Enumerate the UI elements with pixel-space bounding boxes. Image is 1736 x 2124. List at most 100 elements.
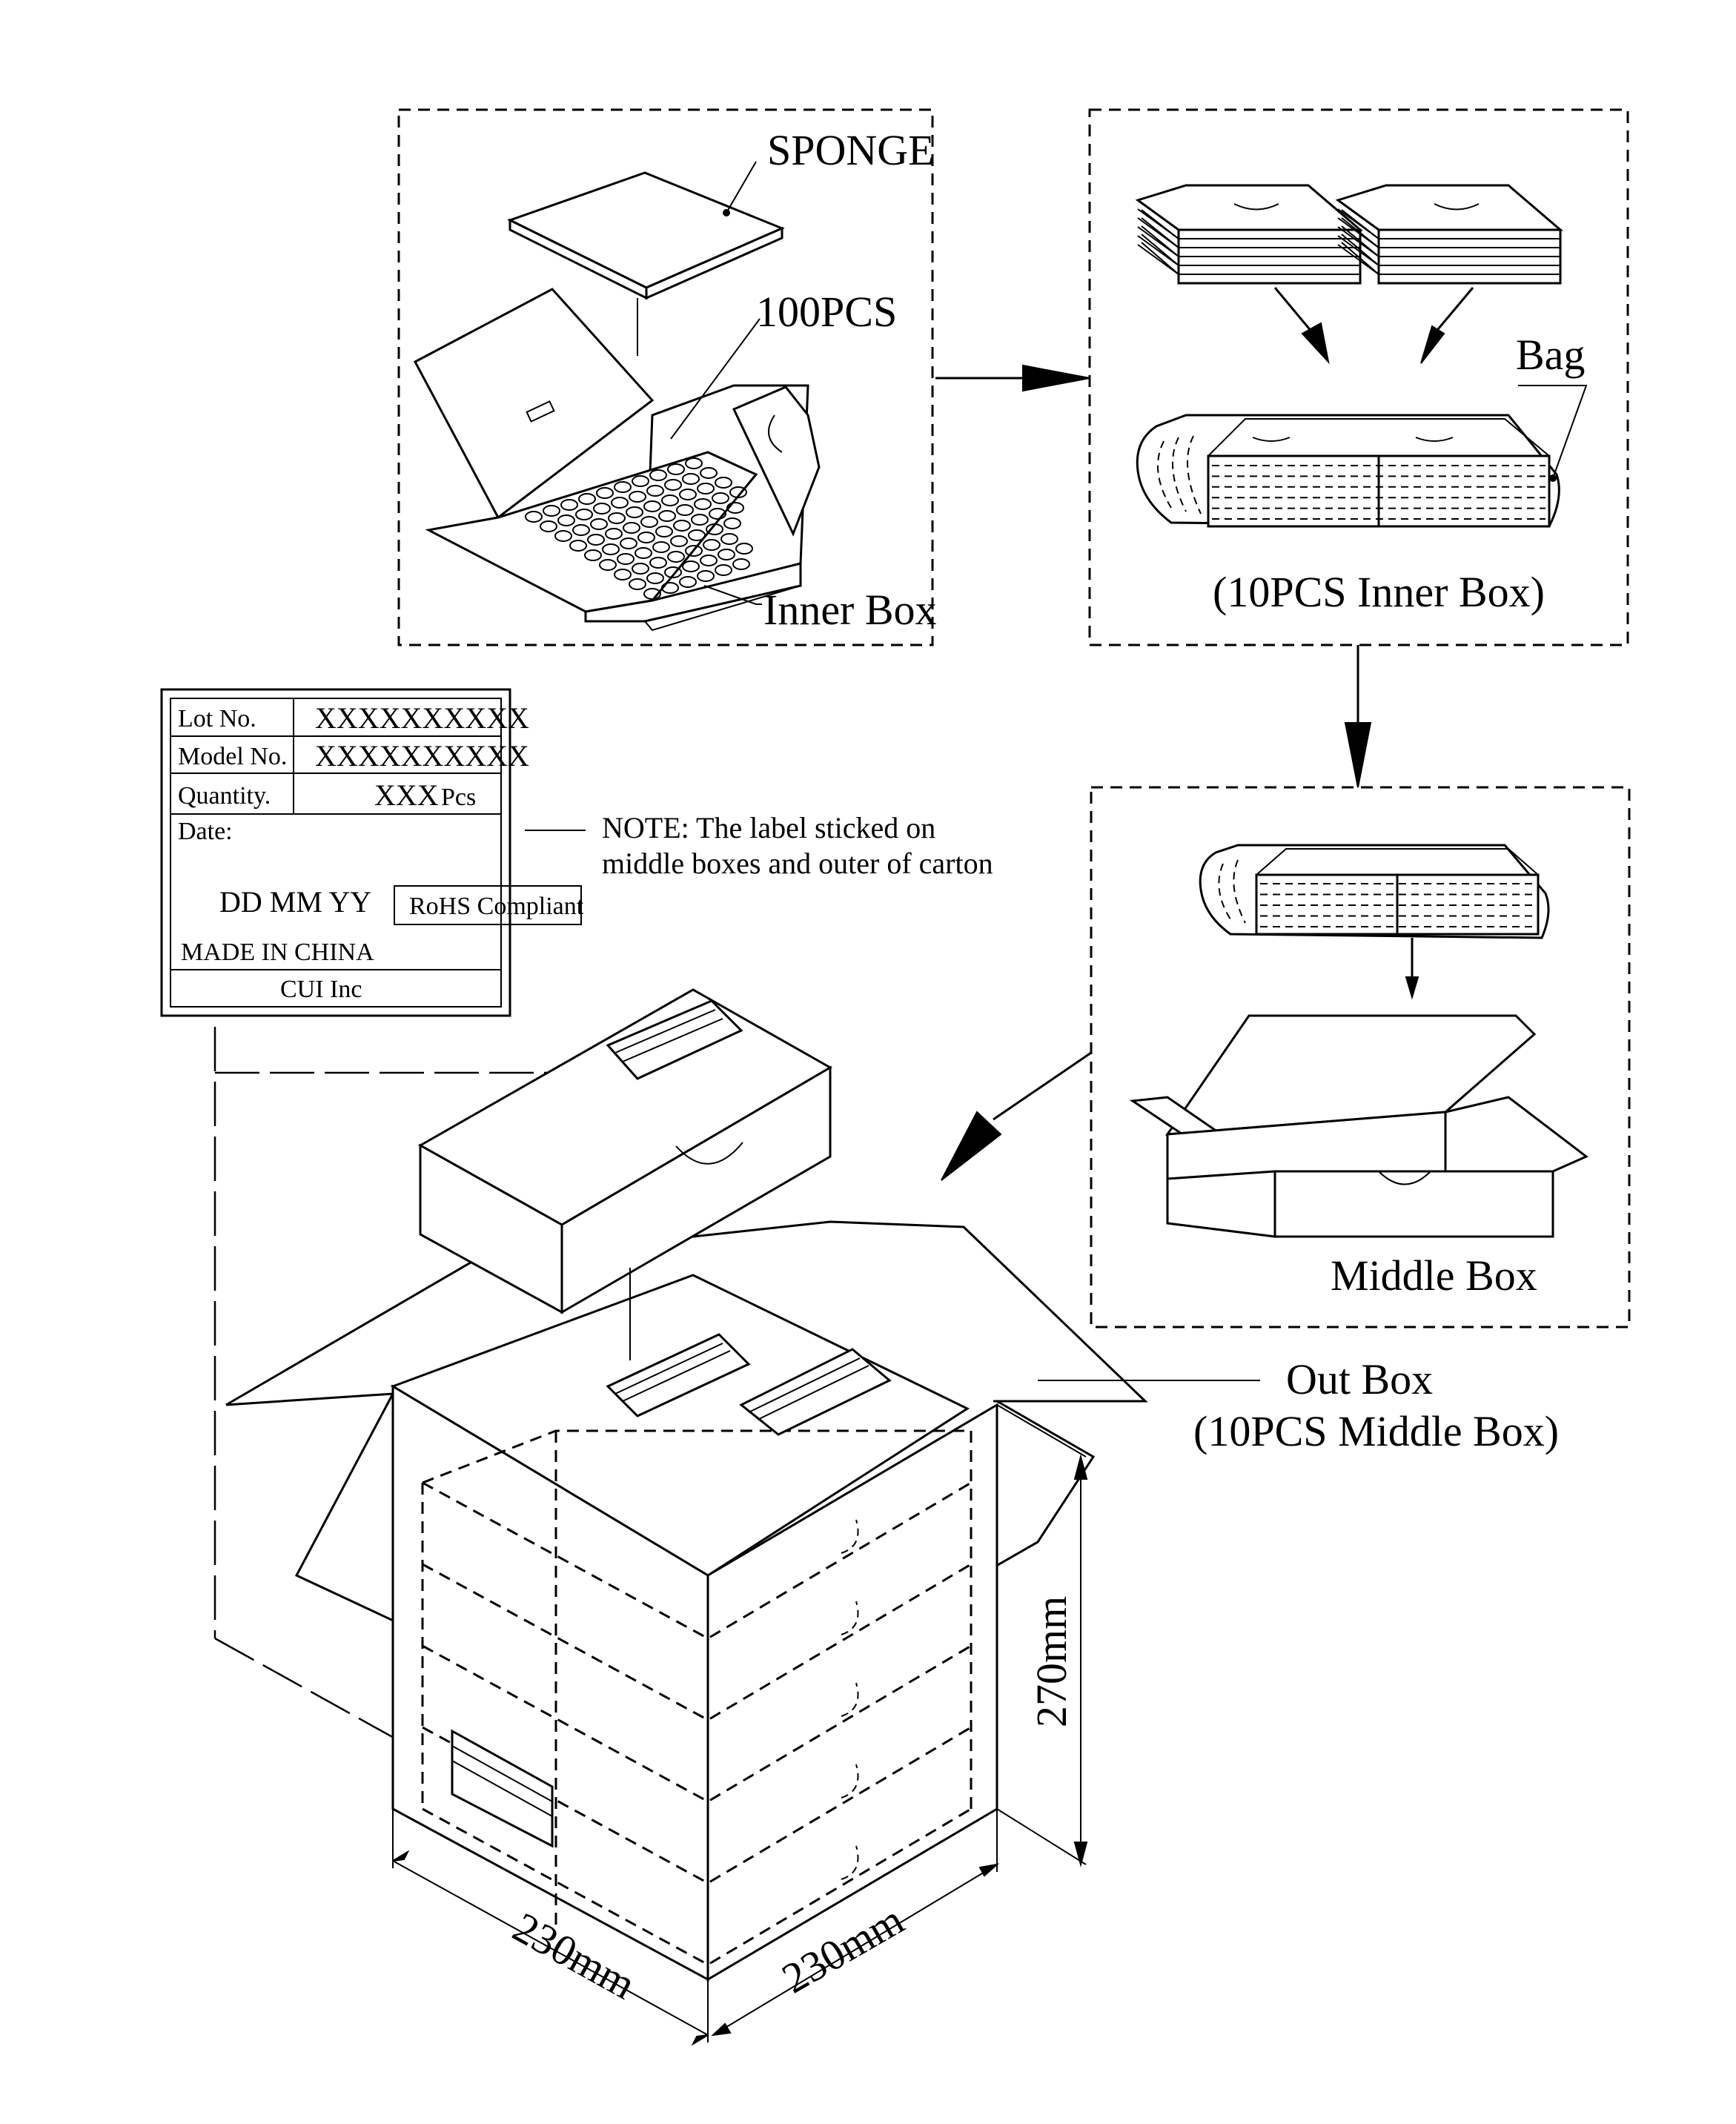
- stack-line: [1341, 234, 1379, 266]
- label-lot-value: XXXXXXXXXX: [315, 701, 529, 735]
- inner-box-open: [413, 288, 821, 632]
- component-item: [720, 533, 738, 545]
- sponge-sheet: [507, 171, 785, 300]
- component-item: [646, 485, 664, 497]
- middle-box-layer-notch: [841, 1682, 859, 1717]
- component-item: [658, 510, 676, 522]
- component-item: [557, 515, 575, 526]
- component-grid: [525, 457, 753, 600]
- arrow-to-bag-panel: [935, 364, 1090, 392]
- label-sketch-top-2: [739, 1348, 892, 1436]
- middle-box-thumb-notch: [1378, 1171, 1431, 1185]
- rohs-box: [394, 885, 582, 925]
- middle-box-layer: [422, 1644, 972, 1803]
- label-out-box: Out Box: [1286, 1355, 1433, 1403]
- label-sponge: SPONGE: [767, 126, 935, 174]
- component-item: [661, 582, 679, 594]
- stack-line: [1141, 225, 1179, 257]
- component-item: [578, 493, 596, 505]
- component-item: [661, 494, 679, 506]
- middle-box-right-flap: [1444, 1096, 1588, 1173]
- component-item: [635, 547, 652, 559]
- component-item: [709, 508, 726, 520]
- panel-inner-box-frame: [397, 108, 934, 646]
- inner-box-stacks: [1135, 184, 1564, 285]
- component-item: [723, 517, 741, 529]
- middle-box-layer-notch: [841, 1601, 859, 1635]
- arrow-to-out-box: [941, 1051, 1092, 1181]
- stack-arrow-right-head: [1420, 325, 1445, 364]
- component-item: [590, 518, 608, 530]
- bag: [1136, 414, 1560, 528]
- component-item: [560, 499, 578, 511]
- label-date: Date:: [178, 818, 233, 845]
- thumb-notch: [768, 414, 783, 453]
- component-item: [614, 569, 632, 580]
- component-item: [679, 576, 697, 588]
- component-item: [646, 572, 664, 584]
- component-item: [676, 504, 694, 516]
- note-line-1: NOTE: The label sticked on: [602, 811, 935, 844]
- component-item: [718, 549, 735, 560]
- component-item: [732, 558, 750, 570]
- component-item: [540, 520, 557, 532]
- component-item: [632, 563, 649, 575]
- component-item: [664, 566, 682, 578]
- out-box: [225, 1220, 1148, 1982]
- stack-line: [1141, 209, 1179, 239]
- label-100pcs: 100PCS: [756, 288, 897, 336]
- label-sketch-top-1: [606, 1333, 751, 1417]
- component-item: [569, 540, 587, 552]
- label-inner-box: Inner Box: [763, 586, 937, 634]
- component-item: [643, 500, 661, 512]
- label-10pcs-middle-box: (10PCS Middle Box): [1193, 1407, 1559, 1455]
- bag-small: [1199, 844, 1550, 939]
- stack-line: [1341, 242, 1379, 275]
- label-10pcs-inner-box: (10PCS Inner Box): [1213, 568, 1545, 616]
- component-item: [667, 551, 685, 563]
- component-item: [685, 457, 703, 469]
- component-item: [700, 555, 718, 566]
- component-item: [605, 528, 623, 540]
- label-middle-box: Middle Box: [1331, 1251, 1537, 1300]
- label-height-270: 270mm: [1027, 1596, 1076, 1727]
- component-item: [649, 557, 667, 569]
- component-item: [670, 535, 688, 547]
- component-item: [623, 522, 640, 534]
- label-bag: Bag: [1516, 331, 1585, 379]
- middle-box-layer-notch: [841, 1845, 859, 1880]
- component-item: [682, 560, 700, 572]
- label-model-value: XXXXXXXXXX: [315, 739, 529, 772]
- panel-middle-box: Middle Box: [1090, 786, 1631, 1329]
- component-item: [608, 512, 626, 524]
- middle-box-layer: [422, 1563, 972, 1721]
- pcs-leader: [670, 318, 761, 440]
- component-item: [715, 564, 732, 576]
- stack-notch: [1434, 203, 1480, 211]
- component-item: [679, 489, 697, 500]
- component-item: [682, 473, 700, 485]
- component-item: [655, 526, 673, 537]
- inner-box-leader: [703, 585, 762, 605]
- middle-box-closed-notch: [675, 1142, 743, 1165]
- stack-arrow-left-head: [1301, 322, 1330, 365]
- stack-line: [1341, 225, 1379, 257]
- component-item: [525, 511, 543, 523]
- middle-box-layer: [422, 1726, 972, 1885]
- shipping-label: Lot No. XXXXXXXXXX Model No. XXXXXXXXXX …: [160, 688, 584, 1017]
- component-item: [712, 492, 729, 504]
- component-item: [664, 479, 682, 491]
- component-item: [575, 509, 593, 520]
- middle-box-front: [1273, 1170, 1554, 1238]
- component-item: [620, 537, 637, 549]
- label-model-no: Model No.: [178, 743, 287, 770]
- middle-box-layer: [422, 1807, 972, 1966]
- label-quantity-unit: Pcs: [441, 784, 476, 811]
- middle-box-closed-front: [560, 1065, 832, 1314]
- sponge-leader: [726, 161, 757, 214]
- component-item: [584, 549, 602, 561]
- middle-box-layer: [422, 1481, 972, 1640]
- component-item: [611, 497, 629, 509]
- label-made-in: MADE IN CHINA: [181, 939, 374, 966]
